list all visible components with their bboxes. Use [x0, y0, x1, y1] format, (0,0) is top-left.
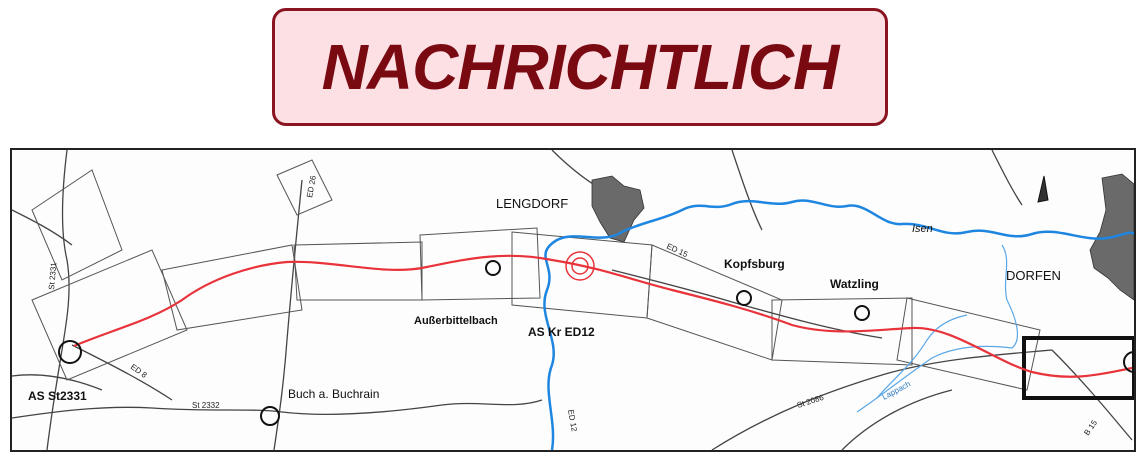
river-label-lappach: Lappach	[881, 379, 912, 401]
lappach-stream	[856, 244, 1019, 413]
lengdorf-settlement	[591, 175, 645, 243]
north-arrow-icon	[1037, 175, 1049, 203]
label-as-kr-ed12: AS Kr ED12	[528, 325, 595, 339]
road-label-ed26: ED 26	[305, 174, 318, 198]
label-buch: Buch a. Buchrain	[288, 387, 379, 401]
route-map: LENGDORF Kopfsburg Watzling DORFEN Außer…	[10, 148, 1136, 452]
road-label-st2332: St 2332	[192, 401, 220, 410]
banner-title: NACHRICHTLICH	[321, 31, 840, 103]
end-marker	[1123, 351, 1134, 373]
kopfsburg-marker	[736, 290, 752, 306]
road-label-st2331: St 2331	[47, 261, 58, 290]
end-section-box	[1022, 336, 1134, 400]
isen-river	[543, 199, 1134, 450]
watzling-marker	[854, 305, 870, 321]
road-label-st2086: St 2086	[796, 393, 826, 410]
road-network	[12, 150, 1133, 450]
as-st2331-marker	[58, 340, 82, 364]
road-label-ed8: ED 8	[129, 362, 149, 380]
road-label-ed15: ED 15	[665, 242, 689, 260]
map-canvas: LENGDORF Kopfsburg Watzling DORFEN Außer…	[12, 150, 1134, 450]
planned-route	[73, 254, 1133, 378]
label-as-st2331: AS St2331	[28, 389, 87, 403]
label-dorfen: DORFEN	[1006, 268, 1061, 283]
road-label-ed12: ED 12	[566, 409, 579, 433]
ausserbittelbach-marker	[485, 260, 501, 276]
label-ausserbittelbach: Außerbittelbach	[414, 315, 498, 327]
road-label-b15: B 15	[1082, 418, 1099, 437]
label-lengdorf: LENGDORF	[496, 196, 568, 211]
as-kr-ed12-marker	[565, 251, 595, 281]
label-watzling: Watzling	[830, 277, 879, 291]
nachrichtlich-banner: NACHRICHTLICH	[272, 8, 888, 126]
route-markers	[58, 260, 1134, 426]
section-boxes	[31, 159, 1041, 391]
side-stream	[876, 314, 968, 399]
buch-marker	[260, 406, 280, 426]
river-label-isen: Isen	[912, 223, 933, 235]
label-kopfsburg: Kopfsburg	[724, 257, 785, 271]
